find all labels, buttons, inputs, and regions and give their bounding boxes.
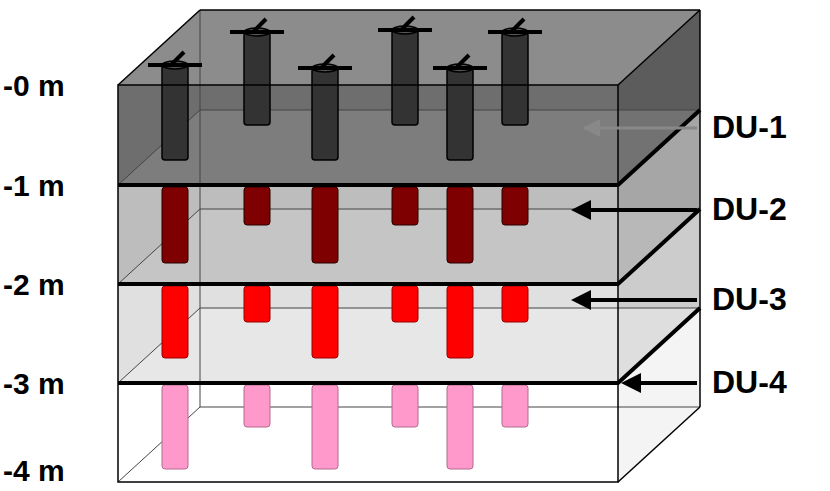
depth-label: -2 m	[3, 268, 65, 301]
depth-label: -0 m	[3, 69, 65, 102]
core-samples-du2	[162, 187, 528, 263]
unit-label: DU-1	[712, 110, 787, 145]
core-samples-du4	[162, 385, 528, 469]
leader-arrow	[575, 208, 697, 212]
unit-label: DU-3	[712, 282, 787, 317]
back-edges	[118, 10, 700, 482]
core-samples-du3	[162, 286, 528, 358]
depth-label: -3 m	[3, 367, 65, 400]
t-handles	[148, 17, 542, 68]
unit-label: DU-4	[712, 365, 787, 400]
depth-label: -1 m	[3, 169, 65, 202]
leader-arrow	[625, 381, 697, 385]
layer-front	[118, 383, 618, 482]
leader-arrow	[585, 127, 697, 130]
leader-arrow	[575, 298, 697, 302]
block-outline	[118, 10, 700, 482]
unit-label: DU-2	[712, 192, 787, 227]
depth-label: -4 m	[3, 454, 65, 487]
core-samples-du1	[162, 26, 528, 160]
